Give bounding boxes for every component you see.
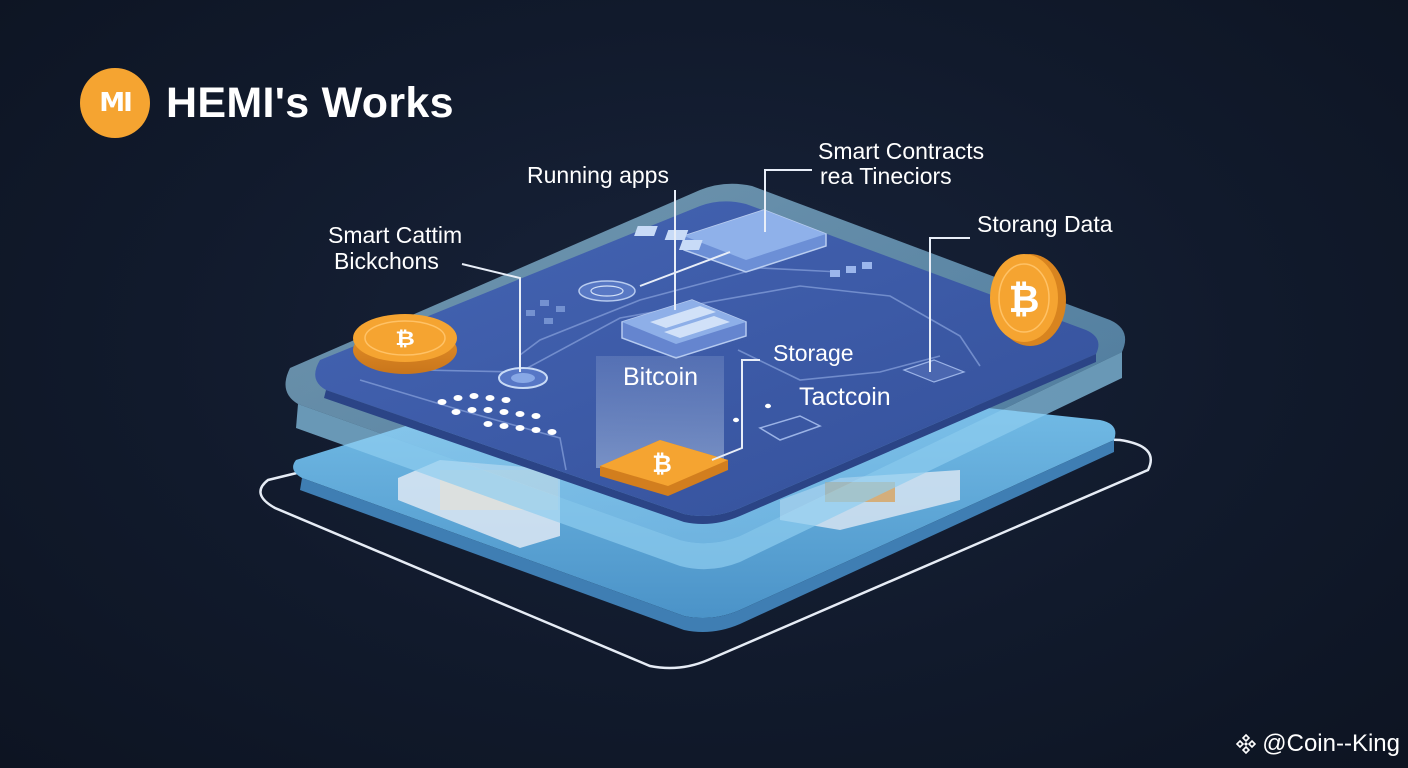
watermark: @Coin--King xyxy=(1234,730,1400,758)
board-nodes xyxy=(498,262,966,441)
label-storang-data: Storang Data xyxy=(977,211,1113,237)
hemi-logo: MI xyxy=(80,68,150,138)
bitcoin-icon: ₿ xyxy=(1009,277,1040,321)
brand-header: MI HEMI's Works xyxy=(80,68,454,138)
label-bickchons: Bickchons xyxy=(334,248,439,274)
label-bitcoin: Bitcoin xyxy=(623,363,698,391)
label-smart-cattim: Smart Cattim xyxy=(328,222,462,248)
binance-icon xyxy=(1236,733,1257,755)
leader-lines xyxy=(461,169,970,461)
bitcoin-icon: ₿ xyxy=(652,450,672,478)
coin-tile: ₿ xyxy=(600,440,728,496)
label-smart-contracts: Smart Contracts xyxy=(818,138,984,164)
bitcoin-beam xyxy=(596,356,724,468)
label-storage: Storage xyxy=(773,340,854,366)
label-tactcoin: Tactcoin xyxy=(799,383,891,411)
label-smart-contracts-sub: rea Tineciors xyxy=(820,163,952,189)
chip-running-apps xyxy=(621,299,747,359)
page-title: HEMI's Works xyxy=(166,78,454,127)
coin-right: ₿ xyxy=(990,254,1066,346)
label-running-apps: Running apps xyxy=(527,162,669,188)
watermark-text: @Coin--King xyxy=(1262,730,1400,757)
bitcoin-icon: ₿ xyxy=(395,328,415,350)
coin-left: ₿ xyxy=(353,314,457,374)
dot-matrix xyxy=(437,393,771,435)
